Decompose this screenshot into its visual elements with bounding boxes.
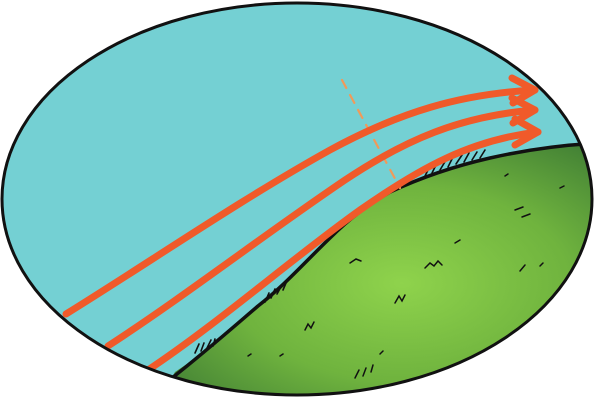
grass-marks bbox=[247, 173, 565, 379]
wind-arrow-top bbox=[62, 86, 539, 318]
arrowhead-bottom bbox=[511, 115, 542, 149]
wind-arrow-middle bbox=[104, 106, 539, 350]
hill-slope bbox=[160, 143, 593, 396]
wind-arrow-bottom bbox=[144, 128, 542, 374]
dashed-reference-line bbox=[340, 78, 402, 190]
